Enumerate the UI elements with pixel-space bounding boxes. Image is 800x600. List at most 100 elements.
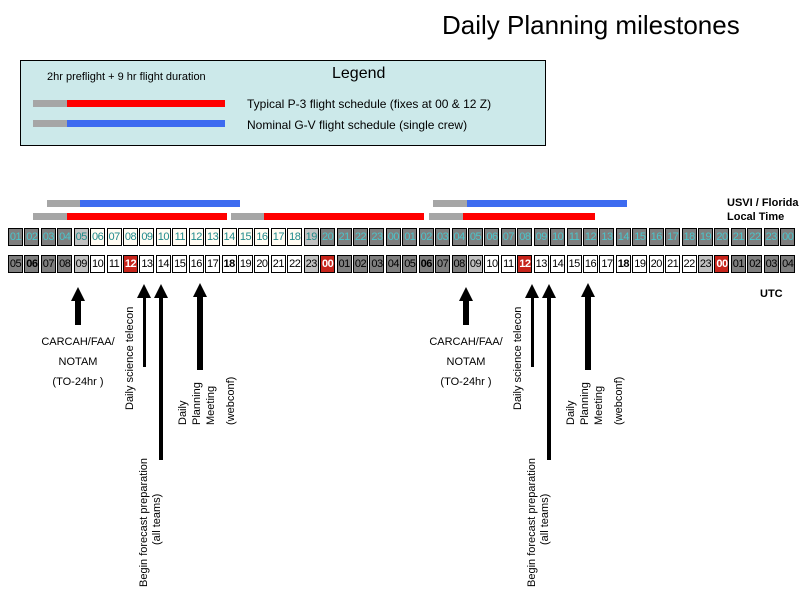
local-hour-cell: 16 [254,228,270,246]
utc-hour-cell: 00 [714,255,730,273]
utc-hour-cell: 00 [320,255,336,273]
telecon-label: Daily science telecon [512,306,524,410]
local-hour-cell: 23 [369,228,385,246]
p3-flight-bar [463,213,595,220]
utc-hour-cell: 07 [435,255,451,273]
local-hour-cell: 18 [287,228,303,246]
planning-arrowhead-icon [193,283,207,297]
utc-hour-cell: 06 [418,255,434,273]
local-hour-cell: 13 [599,228,615,246]
local-hour-cell: 22 [747,228,763,246]
utc-hour-cell: 02 [747,255,763,273]
carcah-label: NOTAM [446,356,486,368]
utc-hour-cell: 20 [648,255,664,273]
utc-hour-cell: 01 [336,255,352,273]
legend-preflight-bar [33,100,67,107]
local-hour-cell: 23 [763,228,779,246]
local-hour-cell: 07 [106,228,122,246]
forecast-label: (all teams) [539,493,551,545]
local-hour-cell: 02 [24,228,40,246]
utc-hour-cell: 06 [24,255,40,273]
utc-hour-cell: 12 [517,255,533,273]
carcah-label: CARCAH/FAA/ [41,336,115,348]
planning-arrowhead-icon [581,283,595,297]
local-hour-cell: 17 [665,228,681,246]
utc-hour-cell: 15 [172,255,188,273]
local-hour-cell: 08 [517,228,533,246]
utc-hour-cell: 08 [57,255,73,273]
utc-hour-cell: 14 [155,255,171,273]
planning-label: Planning [579,382,591,425]
local-hour-cell: 11 [566,228,582,246]
utc-hour-cell: 04 [780,255,796,273]
carcah-arrowhead-icon [71,287,85,301]
p3-preflight-bar [33,213,67,220]
telecon-arrow [530,296,534,367]
utc-hour-cell: 11 [500,255,516,273]
page-title: Daily Planning milestones [442,10,740,40]
utc-hour-cell: 18 [221,255,237,273]
telecon-label: Daily science telecon [124,306,136,410]
utc-hour-cell: 20 [254,255,270,273]
gv-flight-bar [80,200,240,207]
utc-hour-cell: 01 [730,255,746,273]
carcah-label: NOTAM [58,356,98,368]
planning-label: Meeting [205,385,217,425]
utc-hour-cell: 13 [139,255,155,273]
local-hour-cell: 15 [238,228,254,246]
utc-hour-cell: 10 [484,255,500,273]
local-hour-cell: 01 [402,228,418,246]
local-hour-cell: 13 [205,228,221,246]
utc-hour-cell: 21 [665,255,681,273]
utc-hour-cell: 02 [353,255,369,273]
local-hour-cell: 12 [188,228,204,246]
telecon-arrowhead-icon [137,284,151,298]
gv-flight-bar [467,200,627,207]
utc-hour-cell: 16 [583,255,599,273]
utc-hour-cell: 22 [287,255,303,273]
planning-label: (webconf) [613,376,625,425]
utc-hour-cell: 17 [205,255,221,273]
local-hour-cell: 14 [615,228,631,246]
local-hour-cell: 08 [123,228,138,246]
local-hour-cell: 05 [468,228,484,246]
local-hour-cell: 22 [353,228,369,246]
local-hour-cell: 21 [336,228,352,246]
planning-arrow [585,295,591,370]
legend-p3-bar [67,100,225,107]
p3-preflight-bar [231,213,264,220]
legend-gv-label: Nominal G-V flight schedule (single crew… [247,118,468,132]
legend-note: 2hr preflight + 9 hr flight duration [47,71,206,83]
local-hour-cell: 17 [270,228,286,246]
local-hour-cell: 09 [139,228,155,246]
carcah-arrow [463,299,469,325]
local-hour-cell: 03 [40,228,56,246]
utc-hour-cell: 03 [763,255,779,273]
utc-hour-cell: 09 [73,255,89,273]
forecast-label: (all teams) [151,493,163,545]
utc-hour-cell: 05 [8,255,23,273]
utc-hour-cell: 05 [402,255,418,273]
forecast-arrowhead-icon [542,284,556,298]
carcah-label: (TO-24hr ) [52,376,104,388]
local-hour-cell: 19 [303,228,319,246]
forecast-label: Begin forecast preparation [526,457,538,587]
local-hour-cell: 02 [418,228,434,246]
utc-hour-cell: 13 [533,255,549,273]
utc-hour-cell: 22 [681,255,697,273]
local-hour-cell: 20 [320,228,336,246]
local-hour-cell: 06 [484,228,500,246]
gv-preflight-bar [47,200,80,207]
local-hour-cell: 04 [451,228,467,246]
gv-preflight-bar [433,200,467,207]
carcah-arrow [75,299,81,325]
p3-flight-bar [67,213,227,220]
carcah-label: CARCAH/FAA/ [429,336,503,348]
utc-hour-cell: 14 [550,255,566,273]
planning-label: Meeting [593,385,605,425]
local-hour-cell: 16 [648,228,664,246]
local-hour-cell: 06 [90,228,106,246]
utc-hour-cell: 12 [123,255,138,273]
carcah-arrowhead-icon [459,287,473,301]
forecast-label: Begin forecast preparation [138,457,150,587]
